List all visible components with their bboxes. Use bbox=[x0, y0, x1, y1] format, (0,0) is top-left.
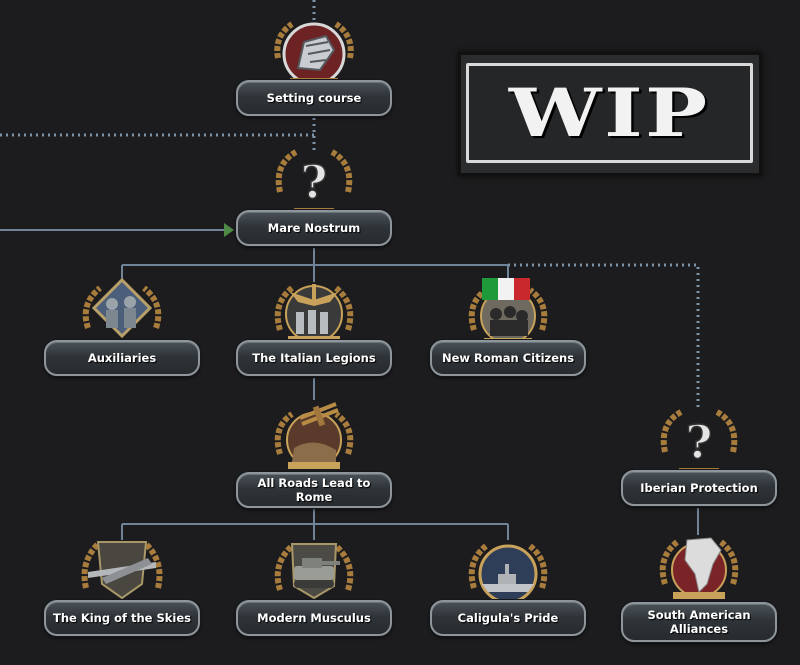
svg-text:?: ? bbox=[686, 415, 713, 469]
focus-label: Modern Musculus bbox=[257, 611, 371, 625]
focus-label: New Roman Citizens bbox=[441, 351, 575, 365]
wip-text: WIP bbox=[509, 74, 710, 152]
biplane-attack-icon bbox=[274, 402, 354, 469]
focus-label: All Roads Lead to Rome bbox=[257, 476, 371, 504]
tank-icon bbox=[274, 543, 354, 606]
focus-label: The King of the Skies bbox=[52, 611, 192, 625]
bomber-plane-icon bbox=[81, 541, 163, 606]
south-america-fist-icon bbox=[659, 537, 739, 599]
focus-label: Caligula's Pride bbox=[457, 611, 559, 625]
focus-label: The Italian Legions bbox=[252, 351, 376, 365]
focus-label: Iberian Protection bbox=[640, 481, 758, 495]
soldiers-icon bbox=[82, 278, 162, 346]
unknown-question-icon: ? bbox=[660, 409, 738, 474]
focus-label: Auxiliaries bbox=[87, 351, 157, 365]
italian-flag-crowd-icon bbox=[468, 278, 548, 345]
focus-label: South American Alliances bbox=[647, 608, 751, 636]
focus-label: Setting course bbox=[266, 91, 362, 105]
focus-label: Mare Nostrum bbox=[267, 221, 361, 235]
wip-badge: WIP bbox=[458, 52, 762, 176]
arrow-icon bbox=[224, 223, 234, 237]
svg-text:?: ? bbox=[301, 155, 328, 209]
